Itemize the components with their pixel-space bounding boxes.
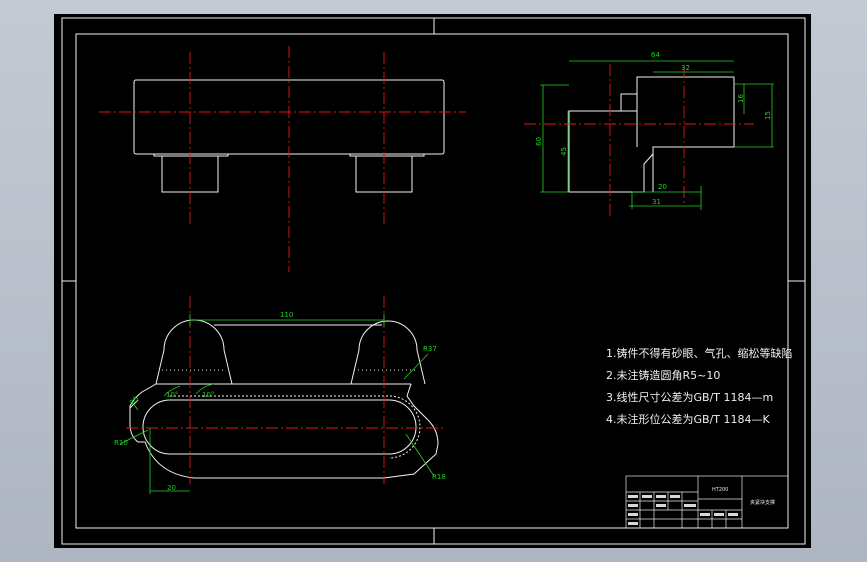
dim-length: 110 [280, 311, 293, 319]
note-1: 1.铸件不得有砂眼、气孔、缩松等缺陷 [606, 346, 793, 360]
dim-inner-width: 32 [681, 64, 690, 72]
dim-overall-height: 60 [535, 137, 543, 146]
dim-top-width: 64 [651, 51, 660, 59]
dim-angle-left: 10° [166, 391, 178, 399]
dim-radius-r18: R18 [432, 473, 446, 481]
note-4: 4.未注形位公差为GB/T 1184—K [606, 412, 770, 426]
plan-view: 110 R37 R10 R18 10° 10° R5 20 [114, 296, 446, 494]
dim-bottom-offset: 20 [167, 484, 176, 492]
dim-right-lower: 15 [764, 111, 772, 120]
dim-radius-r37: R37 [423, 345, 437, 353]
drawing-canvas: 64 32 60 45 16 15 20 31 110 [61, 17, 806, 545]
dim-bottom-outer: 31 [652, 198, 661, 206]
front-view [99, 46, 466, 272]
outer-frame [61, 17, 806, 545]
technical-notes: 1.铸件不得有砂眼、气孔、缩松等缺陷 2.未注铸造圆角R5~10 3.线性尺寸公… [606, 346, 793, 426]
title-material: HT200 [712, 487, 728, 493]
drawing-sheet: 64 32 60 45 16 15 20 31 110 [54, 14, 811, 548]
dim-angle-right: 10° [202, 391, 214, 399]
note-3: 3.线性尺寸公差为GB/T 1184—m [606, 390, 773, 404]
dim-bottom-inner: 20 [658, 183, 667, 191]
dim-right-upper: 16 [737, 94, 745, 103]
dim-radius-r10: R10 [114, 439, 128, 447]
title-block: HT200 夹紧块支撑 [625, 475, 789, 529]
side-view: 64 32 60 45 16 15 20 31 [524, 51, 774, 219]
note-2: 2.未注铸造圆角R5~10 [606, 368, 720, 382]
title-part-name: 夹紧块支撑 [750, 499, 775, 506]
dim-left-step: 45 [560, 147, 568, 156]
